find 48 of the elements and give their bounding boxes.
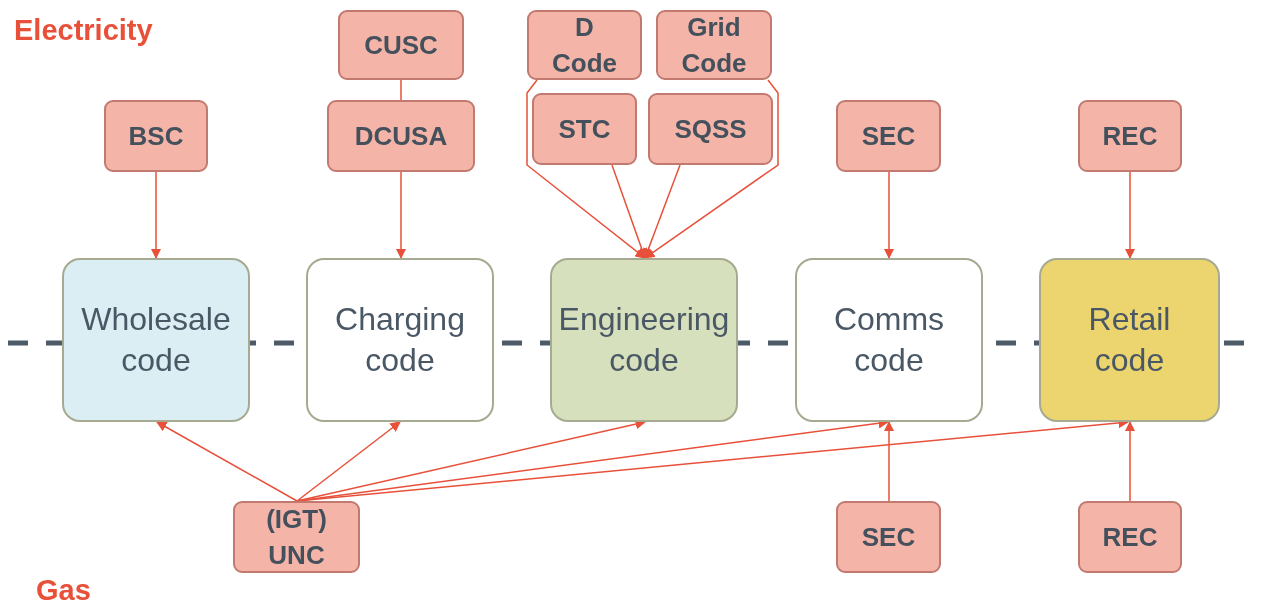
node-text: REC [1102,120,1158,153]
node-text: STC [558,113,611,146]
code-label-box [233,501,360,573]
node-text: D Code [552,11,617,80]
code-label-box [532,93,637,165]
node-text: Wholesale code [80,300,232,380]
code-box [62,258,250,422]
code-box [795,258,983,422]
node-text: SEC [861,521,916,554]
code-label-box [1078,501,1182,573]
code-label-box [327,100,475,172]
node-text: SQSS [674,113,747,146]
code-label-box [648,93,773,165]
code-label-box [656,10,772,80]
node-text: Engineering code [557,300,731,380]
node-text: Retail code [1088,300,1171,380]
code-label-box [104,100,208,172]
arrow [296,421,401,502]
node-text: REC [1102,521,1158,554]
node-text: DCUSA [354,120,448,153]
node-text: (IGT) UNC [266,503,327,572]
code-label-box [836,100,941,172]
code-label-box [527,10,642,80]
arrow [1124,171,1136,260]
code-box [1039,258,1220,422]
arrow [526,79,646,259]
arrow [150,171,162,260]
node-text: Comms code [832,300,946,380]
node-text: BSC [128,120,184,153]
code-box [550,258,738,422]
arrow [611,164,647,259]
arrow [644,79,779,259]
arrow [156,421,298,502]
section-label: Electricity [14,14,153,47]
code-label-box [1078,100,1182,172]
code-label-box [836,501,941,573]
arrow [643,164,681,259]
node-text: Grid Code [681,11,747,80]
arrow [883,171,895,260]
code-label-box [338,10,464,80]
node-text: SEC [861,120,916,153]
node-text: Charging code [334,300,466,380]
arrow [883,420,895,502]
node-text: CUSC [364,29,438,62]
arrow [1124,420,1136,502]
section-label: Gas [36,574,91,607]
arrow [395,171,407,260]
code-box [306,258,494,422]
